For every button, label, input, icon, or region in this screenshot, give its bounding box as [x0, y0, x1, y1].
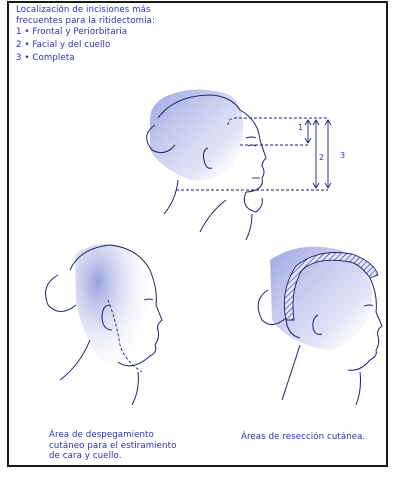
- top-head-profile: 1 2 3: [147, 89, 345, 240]
- dimension-label-3: 3: [340, 151, 345, 160]
- caption-left-line-2: cutáneo para el estiramiento: [49, 441, 179, 452]
- caption-right: Áreas de resección cutánea.: [241, 432, 365, 443]
- caption-left-line-1: Área de despegamiento: [49, 430, 179, 441]
- caption-left-line-3: de cara y cuello.: [49, 451, 179, 462]
- dimension-label-2: 2: [319, 153, 324, 162]
- caption-left: Área de despegamiento cutáneo para el es…: [49, 430, 179, 462]
- dimension-label-1: 1: [298, 123, 303, 132]
- bottom-right-head: [258, 247, 382, 405]
- bottom-left-head: [46, 244, 162, 405]
